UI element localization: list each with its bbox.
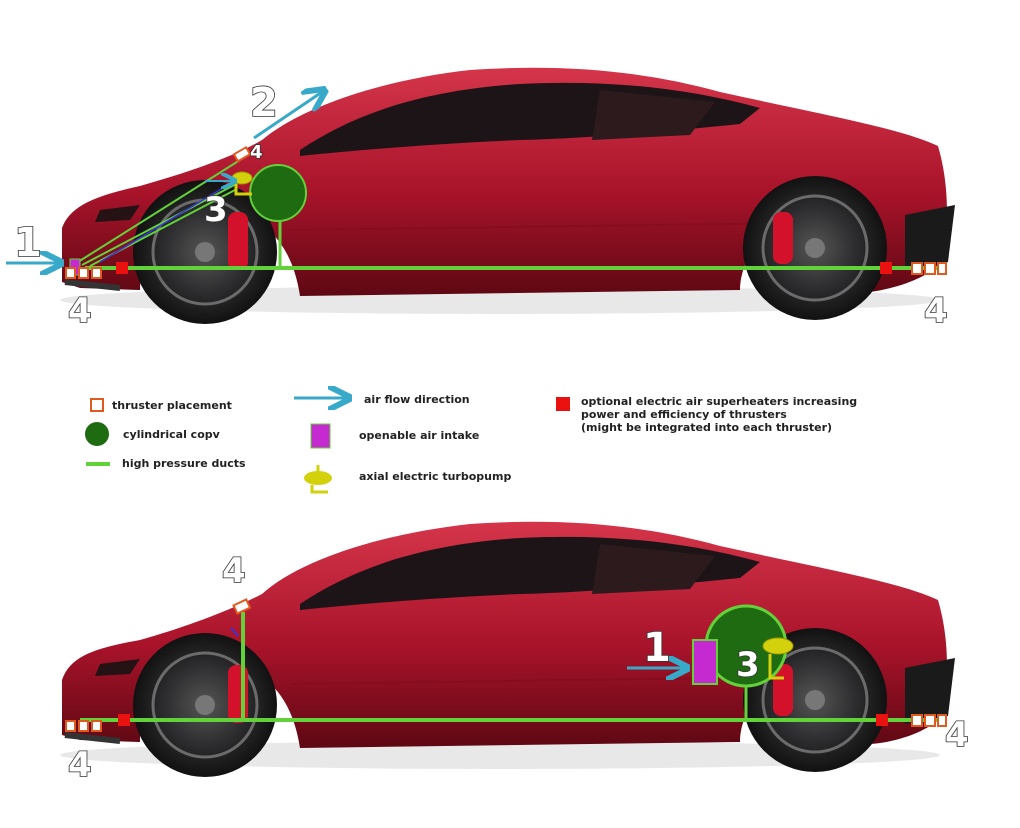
bottom-label-pump: 3 <box>736 645 760 685</box>
bottom-car: 1 3 4 4 4 <box>60 521 969 786</box>
bottom-label-thruster-top: 4 <box>222 551 246 591</box>
legend <box>85 397 570 494</box>
legend-turbopump-swatch <box>304 465 332 494</box>
legend-intake-label: openable air intake <box>359 429 480 442</box>
legend-airflow-label: air flow direction <box>364 393 470 406</box>
bottom-car-headlight <box>95 659 140 676</box>
legend-heater-swatch <box>556 397 570 411</box>
top-label-thruster-front: 4 <box>68 291 92 331</box>
top-rear-wheel <box>743 176 887 320</box>
top-exhaust-airflow-arrow <box>253 92 322 140</box>
bottom-thruster-top <box>232 598 252 615</box>
top-label-thruster-rear: 4 <box>924 291 948 331</box>
legend-copv-swatch <box>85 422 109 446</box>
bottom-car-window-dark <box>592 544 715 594</box>
top-car-shadow <box>60 286 940 314</box>
bottom-label-thruster-front: 4 <box>68 745 92 785</box>
top-thruster-top <box>232 145 252 163</box>
bottom-thruster-front <box>65 720 102 732</box>
top-heater-front <box>116 262 128 274</box>
legend-copv-label: cylindrical copv <box>123 428 220 441</box>
legend-intake-swatch <box>310 423 331 449</box>
legend-thruster-swatch <box>90 398 104 412</box>
bottom-car-shadow <box>60 741 940 769</box>
bottom-heater-rear <box>876 714 888 726</box>
bottom-front-wheel <box>133 633 277 777</box>
bottom-turbopump <box>762 637 794 680</box>
top-car-window-dark <box>592 90 715 140</box>
top-intake-duct-b <box>81 181 241 266</box>
bottom-label-thruster-rear: 4 <box>945 715 969 755</box>
top-copv <box>249 164 307 222</box>
top-thruster-rear <box>911 262 947 275</box>
top-intake-duct-a <box>77 159 241 263</box>
top-car: 1 2 3 4 4 4 <box>6 67 955 332</box>
top-thruster-front <box>65 267 102 279</box>
top-label-inlet: 1 <box>14 220 42 266</box>
bottom-car-rear-diffuser <box>905 658 955 724</box>
bottom-car-splitter <box>64 732 121 744</box>
legend-thruster-label: thruster placement <box>112 399 232 412</box>
top-car-headlight <box>95 205 140 222</box>
top-car-splitter <box>64 279 121 291</box>
legend-heaters-label: optional electric air superheaters incre… <box>581 395 858 434</box>
legend-ducts-label: high pressure ducts <box>122 457 246 470</box>
bottom-duct-network <box>80 612 945 722</box>
bottom-label-inlet: 1 <box>643 625 671 671</box>
top-inner-flow-line <box>99 179 237 263</box>
top-label-exhaust: 2 <box>250 80 278 126</box>
legend-turbopump-label: axial electric turbopump <box>359 470 512 483</box>
top-car-rear-diffuser <box>905 205 955 270</box>
top-label-pump: 3 <box>204 190 228 230</box>
top-heater-rear <box>880 262 892 274</box>
bottom-heater-front <box>118 714 130 726</box>
top-front-wheel <box>133 180 277 324</box>
bottom-air-intake <box>692 639 718 685</box>
bottom-inner-flow-line <box>230 627 239 637</box>
bottom-thruster-rear <box>911 714 947 727</box>
top-label-thruster-top: 4 <box>250 142 263 163</box>
